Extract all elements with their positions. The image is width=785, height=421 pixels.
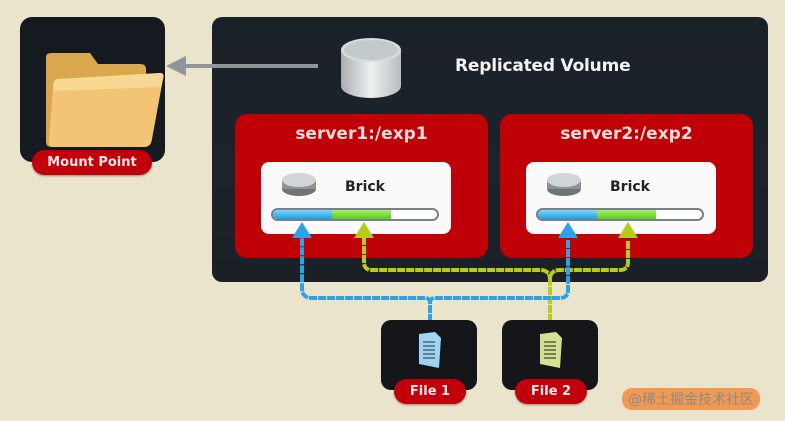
- brick-usage-bar: [271, 208, 439, 221]
- file2-label: File 2: [515, 379, 587, 404]
- mount-point-label: Mount Point: [32, 150, 152, 175]
- document-icon: [419, 332, 441, 368]
- file2-box: [502, 320, 598, 390]
- file2-arrowhead: [618, 222, 638, 238]
- mount-point-box: [20, 17, 165, 162]
- file1-segment: [538, 210, 598, 219]
- file1-arrowhead: [558, 222, 578, 238]
- brick-card: Brick: [526, 162, 716, 234]
- file2-segment: [597, 210, 657, 219]
- watermark: @稀土掘金技术社区: [622, 388, 760, 410]
- brick-label: Brick: [345, 179, 385, 195]
- disk-icon: [282, 173, 316, 196]
- file2-segment: [332, 210, 392, 219]
- volume-title: Replicated Volume: [455, 56, 631, 76]
- file1-segment: [273, 210, 333, 219]
- disk-icon: [547, 173, 581, 196]
- folder-icon: [46, 53, 164, 147]
- brick-label: Brick: [610, 179, 650, 195]
- file1-path: [300, 238, 570, 322]
- file1-label: File 1: [394, 379, 466, 404]
- brick-card: Brick: [261, 162, 451, 234]
- file2-arrowhead: [354, 222, 374, 238]
- file1-arrowhead: [292, 222, 312, 238]
- file1-box: [381, 320, 477, 390]
- document-icon: [540, 332, 562, 368]
- server-box-1: server1:/exp1 Brick: [235, 114, 488, 258]
- server-title: server2:/exp2: [560, 124, 693, 144]
- server-box-2: server2:/exp2 Brick: [500, 114, 753, 258]
- server-title: server1:/exp1: [295, 124, 428, 144]
- brick-usage-bar: [536, 208, 704, 221]
- file2-path: [362, 238, 630, 322]
